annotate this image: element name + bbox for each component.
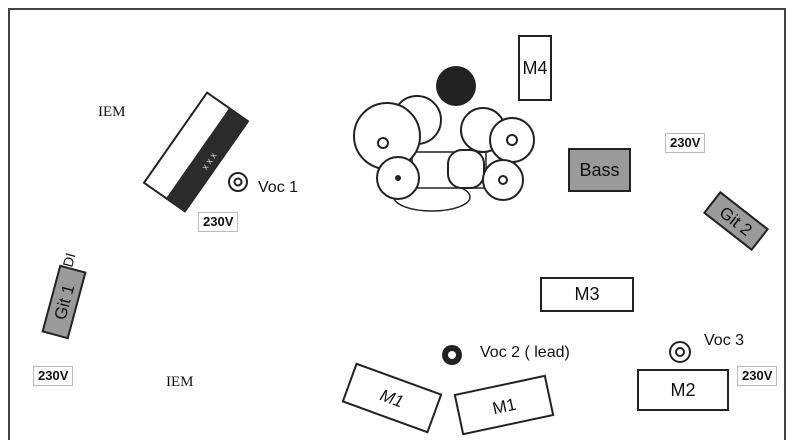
stage-border — [8, 8, 786, 440]
svg-text:M1: M1 — [491, 395, 518, 418]
di-label: DI — [59, 251, 78, 269]
iem-rack-unit: x x x — [142, 91, 250, 213]
m1-left-monitor: M1 — [341, 362, 443, 434]
power-bottom-left: 230V — [33, 366, 74, 386]
svg-text:DI: DI — [59, 251, 78, 269]
m2-monitor: M2 — [637, 369, 729, 411]
m3-monitor: M3 — [540, 277, 634, 312]
m4-monitor: M4 — [518, 35, 552, 101]
voc3-label: Voc 3 — [704, 332, 745, 349]
iem-bottom-label: IEM — [166, 374, 194, 390]
iem-top-label: IEM — [98, 104, 126, 120]
drum-throne — [436, 66, 476, 106]
snare-drum — [447, 149, 485, 189]
voc1-label: Voc 1 — [258, 179, 299, 196]
m1-right-monitor: M1 — [453, 374, 555, 436]
git2-amp: Git 2 — [702, 190, 770, 252]
power-top-left: 230V — [198, 212, 239, 232]
power-bottom-right: 230V — [737, 366, 778, 386]
voc2-label: Voc 2 ( lead) — [480, 344, 570, 361]
bass-amp: Bass — [568, 148, 631, 192]
git1-amp: Git 1 — [41, 264, 87, 340]
power-top-right: 230V — [665, 133, 706, 153]
